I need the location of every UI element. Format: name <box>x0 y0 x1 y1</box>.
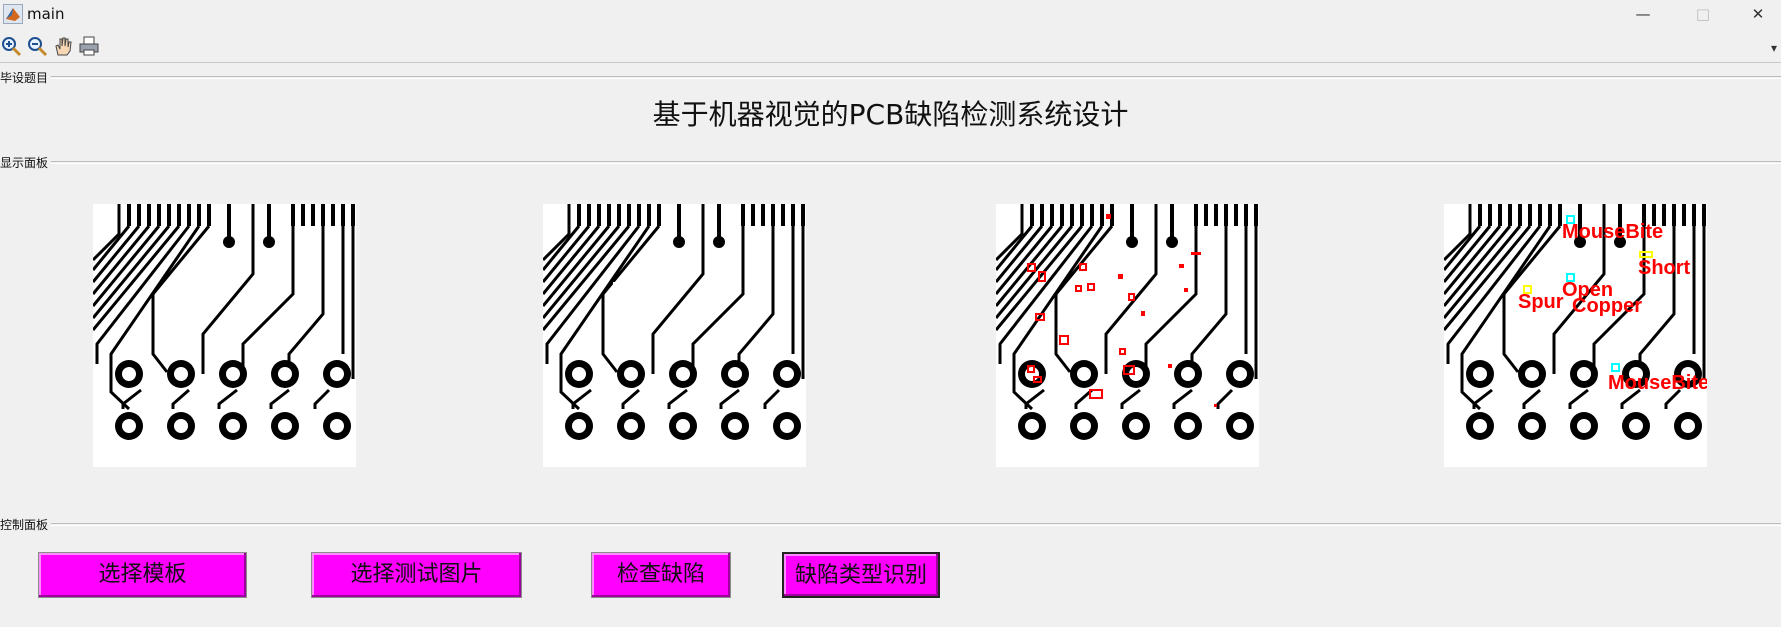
page-title: 基于机器视觉的PCB缺陷检测系统设计 <box>652 98 1129 131</box>
close-icon[interactable]: ✕ <box>1751 5 1765 23</box>
minimize-icon[interactable]: — <box>1635 5 1651 23</box>
toolbar: ▾ <box>0 29 1781 63</box>
toolbar-overflow-icon[interactable]: ▾ <box>1770 41 1777 55</box>
defect-label-open: Open <box>1562 279 1613 301</box>
template-image <box>93 204 356 467</box>
pan-hand-icon[interactable] <box>52 35 74 57</box>
topic-panel-label: 毕设题目 <box>0 69 52 86</box>
print-icon[interactable] <box>78 35 100 57</box>
window-title: main <box>27 5 65 23</box>
defect-label-mousebite: MouseBite <box>1562 221 1663 243</box>
defect-label-mousebite: MouseBite <box>1608 372 1707 394</box>
topic-panel: 毕设题目 <box>0 69 1781 86</box>
select-test-image-button[interactable]: 选择测试图片 <box>311 552 522 598</box>
matlab-icon <box>3 4 23 24</box>
title-bar: main — □ ✕ <box>0 0 1781 29</box>
control-panel: 控制面板 <box>0 516 1781 533</box>
defect-type-image: MouseBite Short Open Spur Copper MouseBi… <box>1444 204 1707 467</box>
zoom-out-icon[interactable] <box>26 35 48 57</box>
display-panel-label: 显示面板 <box>0 154 52 171</box>
test-image <box>543 204 806 467</box>
identify-defect-type-button[interactable]: 缺陷类型识别 <box>782 552 940 598</box>
defect-label-spur: Spur <box>1518 291 1564 313</box>
check-defect-button[interactable]: 检查缺陷 <box>591 552 731 598</box>
defect-label-copper: Copper <box>1572 295 1642 317</box>
control-panel-label: 控制面板 <box>0 516 52 533</box>
zoom-in-icon[interactable] <box>0 35 22 57</box>
select-template-button[interactable]: 选择模板 <box>38 552 247 598</box>
defect-label-short: Short <box>1638 257 1691 279</box>
defect-check-image <box>996 204 1259 467</box>
maximize-icon[interactable]: □ <box>1695 5 1711 23</box>
display-panel: 显示面板 <box>0 154 1781 171</box>
